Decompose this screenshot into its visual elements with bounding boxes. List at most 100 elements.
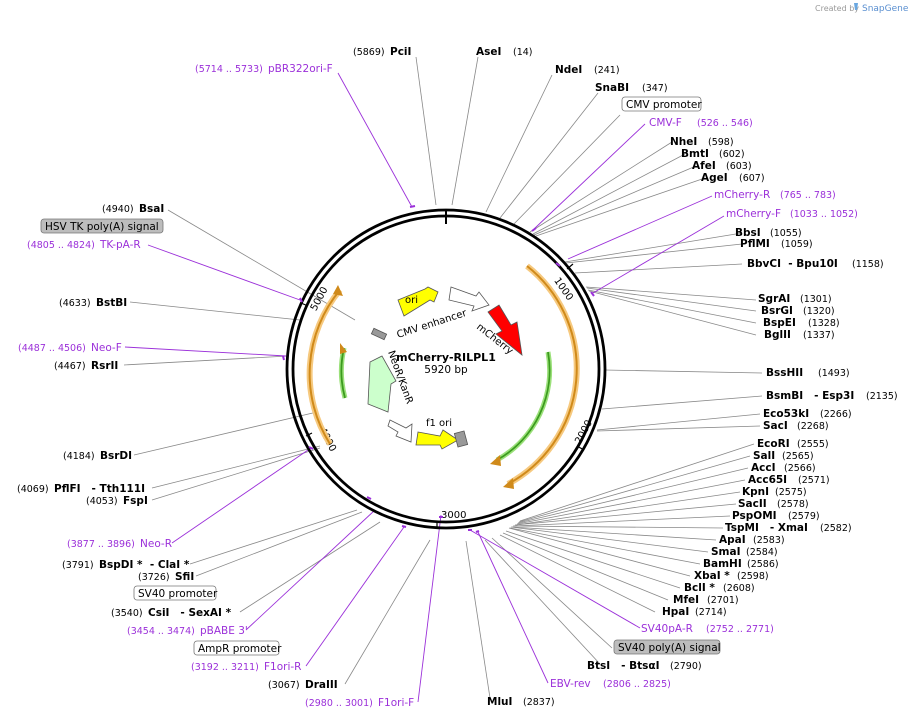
site-pos-snabi: (347) <box>642 83 668 94</box>
site-name-sgrai: SgrAI <box>758 293 790 305</box>
site-pos-btsi: (2790) <box>670 661 702 672</box>
site-name-bsai: BsaI <box>139 203 164 215</box>
site-name-acc65i: Acc65I <box>748 474 787 486</box>
primer-name-f1ori-r: F1ori-R <box>264 661 301 673</box>
primer-name-sv40pa-r: SV40pA-R <box>641 623 693 635</box>
primer-name-tk-pa-r: TK-pA-R <box>99 239 141 251</box>
site-name-bglii: BglII <box>764 329 791 341</box>
site-pos-saci: (2268) <box>797 421 829 432</box>
site-name-agei: AgeI <box>701 172 728 184</box>
site-name-afei: AfeI <box>692 160 716 172</box>
site-name-bsshii: BssHII <box>766 367 803 379</box>
box-sv40-polya <box>613 639 721 655</box>
box-hsv-tk-polya-label: HSV TK poly(A) signal <box>45 221 159 233</box>
box-cmv-promoter <box>621 96 702 112</box>
primer-pos-neo-f: (4487 .. 4506) <box>18 343 86 354</box>
site-name-bspei: BspEI <box>763 317 796 329</box>
box-sv40-promoter-label: SV40 promoter <box>138 588 218 600</box>
site-name-sfii: SfiI <box>175 571 194 583</box>
site-name-mlui: MluI <box>487 696 512 708</box>
site-pos-afei: (603) <box>726 161 752 172</box>
site-name-nhei: NheI <box>670 136 697 148</box>
site-name-saci: SacI <box>763 420 788 432</box>
site-name-fspi: FspI <box>123 495 148 507</box>
site-pos-bsshii: (1493) <box>818 368 850 379</box>
primer-pos-pbabe3: (3454 .. 3474) <box>127 626 195 637</box>
snapgene-logo-icon <box>854 3 858 10</box>
site-pos-fspi: (4053) <box>86 496 118 507</box>
site-pos-pflfi: (4069) <box>17 484 49 495</box>
site-name-pspomi: PspOMI <box>732 510 777 522</box>
site-pos-bamhi: (2586) <box>747 559 779 570</box>
site-pos-pcii: (5869) <box>353 47 385 58</box>
tick-label-3000: 3000 <box>441 510 466 521</box>
site-name-pflfi: PflFI - Tth111I <box>54 483 145 495</box>
site-pos-bsrgi: (1320) <box>803 306 835 317</box>
site-name-eco53ki: Eco53kI <box>763 408 809 420</box>
site-name-snabi: SnaBI <box>595 82 629 94</box>
site-name-xbai: XbaI * <box>694 570 730 582</box>
site-name-kpni: KpnI <box>742 486 769 498</box>
site-name-bmti: BmtI <box>681 148 709 160</box>
site-pos-bbvci: (1158) <box>852 259 884 270</box>
tick-marks <box>300 263 585 528</box>
site-pos-bspdi: (3791) <box>62 560 94 571</box>
site-name-ecori: EcoRI <box>757 438 790 450</box>
site-pos-pspomi: (2579) <box>788 511 820 522</box>
site-name-sacii: SacII <box>738 498 767 510</box>
site-pos-apai: (2583) <box>753 535 785 546</box>
site-pos-kpni: (2575) <box>775 487 807 498</box>
primer-pos-ebv-rev: (2806 .. 2825) <box>603 679 671 690</box>
primer-name-neo-f: Neo-F <box>91 342 122 354</box>
site-name-bbsi: BbsI <box>735 227 761 239</box>
feature-gray-block <box>453 430 469 448</box>
site-pos-csii: (3540) <box>111 608 143 619</box>
cds-arrowheads <box>333 285 514 489</box>
site-name-bspdi: BspDI * - ClaI * <box>99 559 190 571</box>
site-name-hpai: HpaI <box>662 606 689 618</box>
site-pos-mfei: (2701) <box>707 595 739 606</box>
primer-pos-mcherry-r: (765 .. 783) <box>780 190 836 201</box>
site-pos-eco53ki: (2266) <box>820 409 852 420</box>
site-pos-acc65i: (2571) <box>798 475 830 486</box>
primer-pos-sv40pa-r: (2752 .. 2771) <box>706 624 774 635</box>
primer-pos-mcherry-f: (1033 .. 1052) <box>790 209 858 220</box>
site-name-smai: SmaI <box>711 546 741 558</box>
site-pos-acci: (2566) <box>784 463 816 474</box>
primer-pos-cmv-f: (526 .. 546) <box>697 118 753 129</box>
site-pos-sacii: (2578) <box>777 499 809 510</box>
site-pos-draiii: (3067) <box>268 680 300 691</box>
primer-pos-pbr322ori-f: (5714 .. 5733) <box>195 64 263 75</box>
site-pos-bglii: (1337) <box>803 330 835 341</box>
leader-lines <box>123 56 763 699</box>
site-pos-bsrdi: (4184) <box>63 451 95 462</box>
primer-name-f1ori-f: F1ori-F <box>378 697 414 709</box>
credit-prefix: Created by <box>815 4 859 13</box>
site-name-bsrdi: BsrDI <box>100 450 132 462</box>
feature-f1ori-arrow <box>415 429 459 450</box>
site-pos-tspmi: (2582) <box>820 523 852 534</box>
site-pos-asei: (14) <box>513 47 533 58</box>
site-pos-ecori: (2555) <box>797 439 829 450</box>
site-pos-bsmbi: (2135) <box>866 391 898 402</box>
site-name-bbvci: BbvCI - Bpu10I <box>747 258 838 270</box>
site-pos-smai: (2584) <box>746 547 778 558</box>
site-pos-bstbi: (4633) <box>59 298 91 309</box>
plasmid-name: mCherry-RILPL1 <box>396 351 496 364</box>
primer-pos-f1ori-r: (3192 .. 3211) <box>191 662 259 673</box>
site-name-pcii: PciI <box>390 46 411 58</box>
box-ampr-promoter-label: AmpR promoter <box>198 643 282 655</box>
primer-pos-f1ori-f: (2980 .. 3001) <box>305 698 373 709</box>
site-pos-rsrii: (4467) <box>54 361 86 372</box>
site-pos-pflmi: (1059) <box>781 239 813 250</box>
primer-pos-neo-r: (3877 .. 3896) <box>67 539 135 550</box>
site-name-ndei: NdeI <box>555 64 582 76</box>
primer-name-mcherry-r: mCherry-R <box>714 189 770 201</box>
site-name-btsi: BtsI - BtsαI <box>587 660 660 672</box>
box-hsv-tk-polya <box>40 218 164 234</box>
site-pos-bmti: (602) <box>719 149 745 160</box>
site-name-bcli: BclI * <box>684 582 715 594</box>
feature-ori-label: ori <box>405 295 418 306</box>
box-cmv-promoter-label: CMV promoter <box>626 99 702 111</box>
